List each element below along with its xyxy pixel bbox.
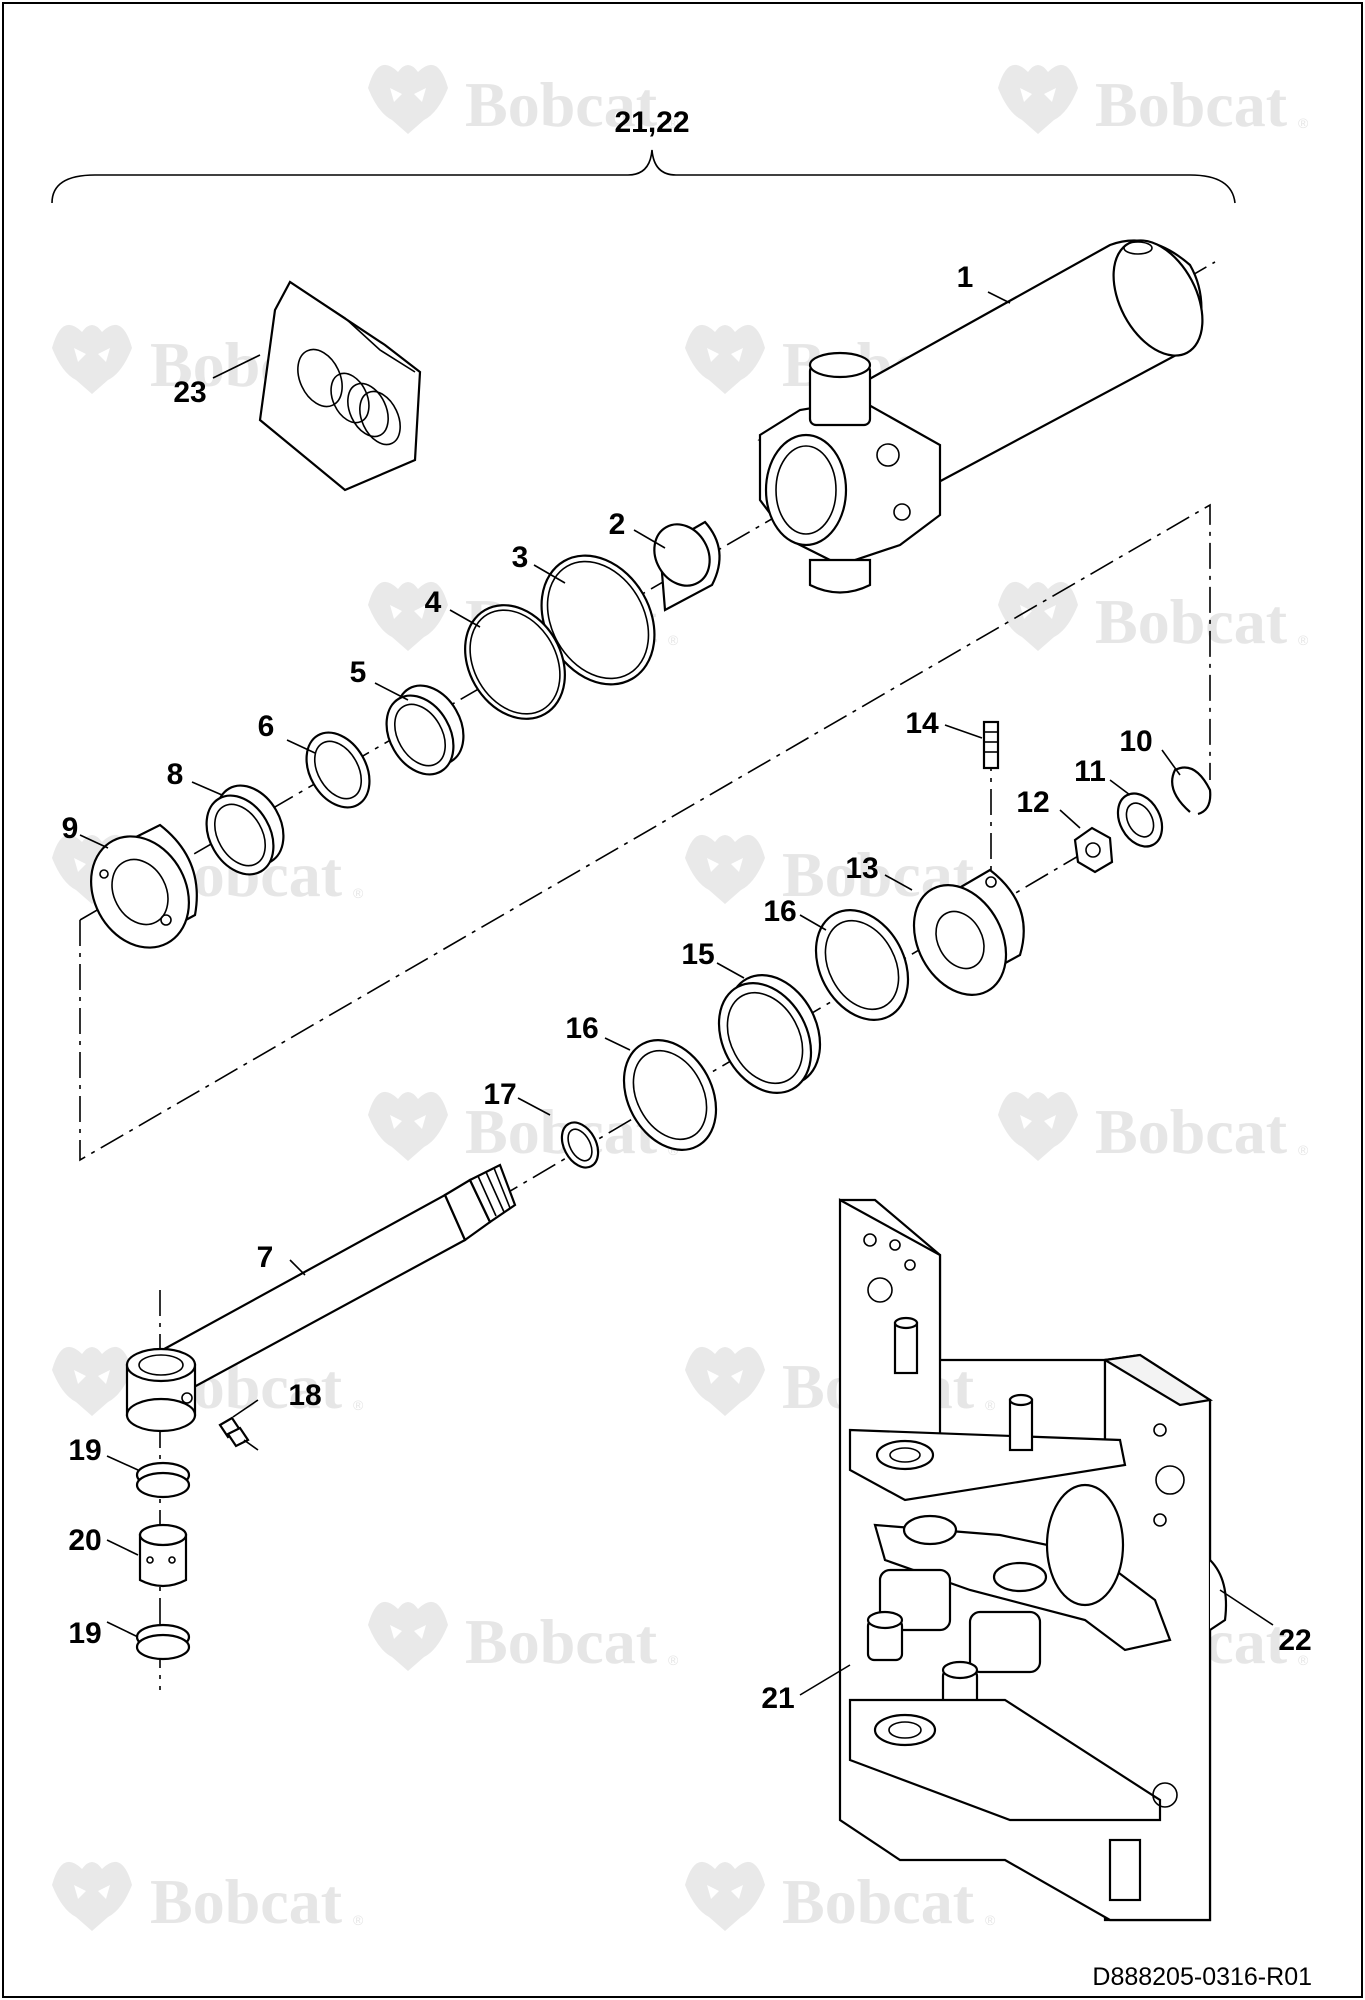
callout-12: 12 bbox=[1016, 786, 1049, 819]
callout-18: 18 bbox=[288, 1379, 321, 1412]
part-16-ring-lower bbox=[622, 1039, 718, 1151]
part-15-piston-seal bbox=[717, 974, 822, 1094]
callouts: 21,22 1 2 3 4 5 6 7 8 9 10 11 12 13 14 1… bbox=[62, 106, 1312, 1715]
watermark-registered: ® bbox=[985, 1397, 996, 1413]
watermark-registered: ® bbox=[668, 1652, 679, 1668]
watermark-registered: ® bbox=[1298, 1142, 1309, 1158]
callout-7: 7 bbox=[257, 1241, 274, 1274]
callout-9: 9 bbox=[62, 812, 79, 845]
callout-5: 5 bbox=[350, 656, 367, 689]
part-20-bushing bbox=[138, 1523, 188, 1588]
callout-6: 6 bbox=[258, 710, 275, 743]
part-2-bushing bbox=[653, 520, 721, 612]
watermark-text: Bobcat bbox=[1095, 586, 1288, 657]
watermark-16: Bobcat ® bbox=[685, 1861, 996, 1937]
watermark-9: Bobcat ® bbox=[368, 1091, 679, 1167]
part-21-22-bracket-assembly bbox=[838, 1198, 1228, 1922]
callout-15: 15 bbox=[681, 938, 714, 971]
callout-17: 17 bbox=[483, 1078, 516, 1111]
callout-22: 22 bbox=[1278, 1624, 1311, 1657]
watermark-text: Bobcat bbox=[465, 1606, 658, 1677]
part-17-seal bbox=[560, 1121, 600, 1169]
watermark-text: Bobcat bbox=[150, 1866, 343, 1937]
watermark-6: Bobcat ® bbox=[998, 581, 1309, 657]
part-6-wear-ring bbox=[305, 731, 371, 809]
watermark-13: Bobcat ® bbox=[368, 1601, 679, 1677]
part-13-piston bbox=[912, 868, 1025, 996]
watermark-registered: ® bbox=[668, 632, 679, 648]
callout-20: 20 bbox=[68, 1524, 101, 1557]
part-16-ring-upper bbox=[814, 909, 910, 1021]
part-4-backup-ring bbox=[464, 604, 566, 720]
callout-16-upper: 16 bbox=[763, 895, 796, 928]
callout-14: 14 bbox=[905, 707, 939, 740]
part-23-seal-kit bbox=[258, 280, 422, 492]
phantom-connector bbox=[79, 503, 1211, 1162]
callout-3: 3 bbox=[512, 541, 529, 574]
watermark-15: Bobcat ® bbox=[52, 1861, 364, 1937]
callout-21: 21 bbox=[761, 1682, 794, 1715]
watermark-registered: ® bbox=[668, 115, 679, 131]
callout-1: 1 bbox=[957, 261, 974, 294]
callout-10: 10 bbox=[1119, 725, 1152, 758]
callout-11: 11 bbox=[1074, 755, 1106, 788]
document-number: D888205-0316-R01 bbox=[1092, 1963, 1312, 1991]
callout-13: 13 bbox=[845, 852, 878, 885]
part-7-piston-rod bbox=[125, 1163, 517, 1433]
callout-4: 4 bbox=[425, 586, 442, 619]
watermark-1: Bobcat ® bbox=[368, 64, 679, 140]
watermark-text: Bobcat bbox=[1095, 69, 1288, 140]
watermark-2: Bobcat ® bbox=[998, 64, 1309, 140]
part-4-backup-ring-inner bbox=[469, 609, 561, 715]
callout-19-upper: 19 bbox=[68, 1434, 101, 1467]
watermark-registered: ® bbox=[353, 1397, 364, 1413]
callout-19-lower: 19 bbox=[68, 1617, 101, 1650]
part-9-gland bbox=[90, 823, 198, 949]
watermark-registered: ® bbox=[353, 885, 364, 901]
part-12-nut bbox=[1073, 826, 1114, 874]
watermark-text: Bobcat bbox=[782, 1866, 975, 1937]
watermark-text: Bobcat bbox=[465, 69, 658, 140]
part-10-retaining-ring bbox=[1171, 766, 1212, 816]
assembly-brace bbox=[51, 149, 1236, 204]
callout-16-lower: 16 bbox=[565, 1012, 598, 1045]
part-14-set-screw bbox=[982, 720, 1000, 770]
watermark-text: Bobcat bbox=[465, 1096, 658, 1167]
part-8-seal bbox=[205, 784, 285, 876]
part-18-grease-fitting bbox=[218, 1416, 259, 1451]
callout-8: 8 bbox=[167, 758, 184, 791]
watermark-registered: ® bbox=[353, 1912, 364, 1928]
callout-assembly-21-22: 21,22 bbox=[614, 106, 689, 139]
watermark-registered: ® bbox=[1298, 1652, 1309, 1668]
watermark-registered: ® bbox=[1298, 632, 1309, 648]
watermark-registered: ® bbox=[985, 1912, 996, 1928]
watermark-text: Bobcat bbox=[1095, 1096, 1288, 1167]
part-5-seal bbox=[385, 684, 465, 776]
callout-23: 23 bbox=[173, 376, 206, 409]
callout-2: 2 bbox=[609, 508, 626, 541]
part-19-ring-upper bbox=[135, 1461, 191, 1499]
watermark-10: Bobcat ® bbox=[998, 1091, 1309, 1167]
watermark-registered: ® bbox=[1298, 115, 1309, 131]
part-19-ring-lower bbox=[135, 1623, 191, 1661]
part-11-washer bbox=[1116, 792, 1164, 848]
part-1-cylinder-barrel bbox=[757, 239, 1204, 594]
leader-lines bbox=[79, 291, 1274, 1696]
